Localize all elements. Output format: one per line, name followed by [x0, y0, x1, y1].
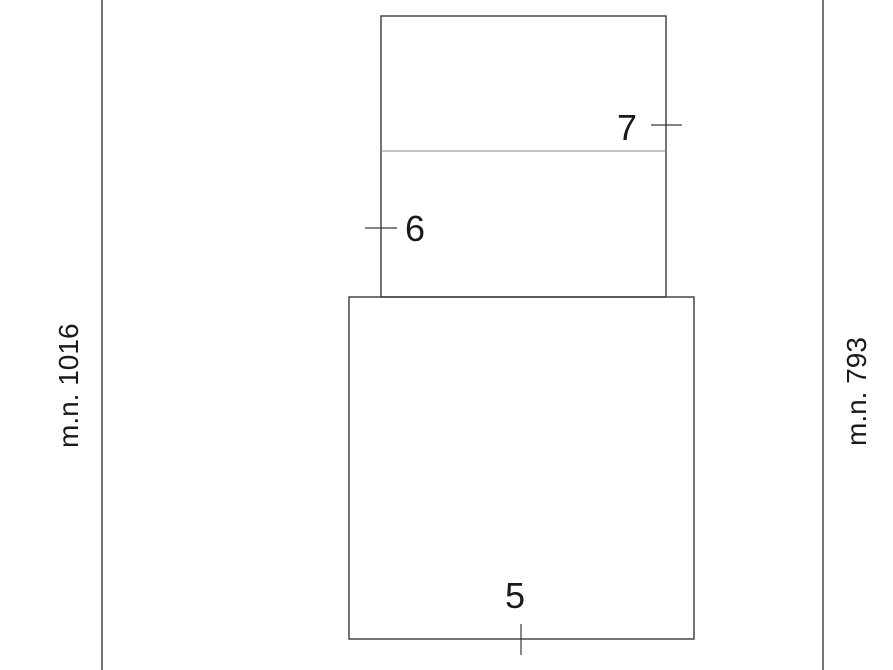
parcel-left-label: m.n. 1016 [53, 323, 84, 448]
point-6-label: 6 [405, 208, 425, 249]
parcel-right-label: m.n. 793 [841, 337, 872, 446]
point-5-label: 5 [505, 575, 525, 616]
point-7-label: 7 [617, 107, 637, 148]
upper-building [380, 15, 667, 298]
